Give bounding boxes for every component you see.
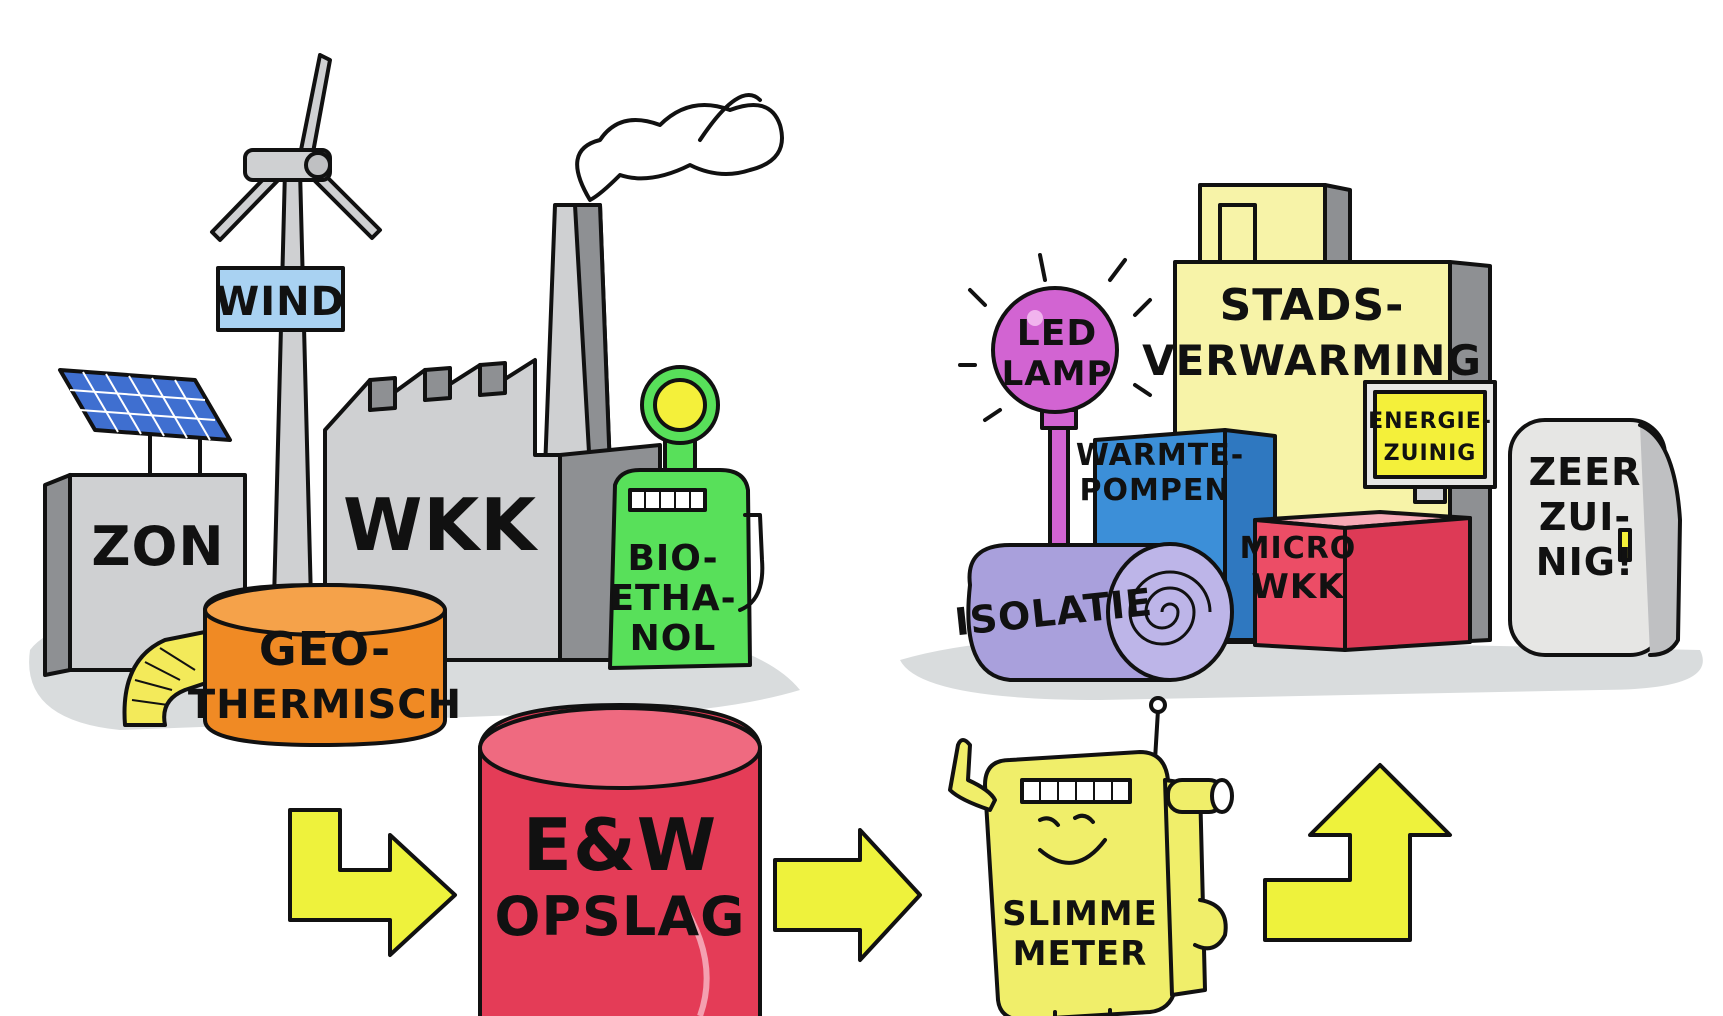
geothermal: GEO- THERMISCH <box>122 583 462 747</box>
slimme-meter: SLIMME METER <box>948 696 1234 1016</box>
opslag-tank: E&W OPSLAG <box>478 703 762 1016</box>
led-label-line-1: LED <box>1017 313 1097 354</box>
bio-label-line-3: NOL <box>630 618 717 659</box>
zeer-zuinig-fridge: ZEER ZUI- NIG! <box>1508 418 1682 657</box>
arrow-curved-left <box>288 808 457 957</box>
zeer-label-line-2: ZUI- <box>1539 495 1631 539</box>
stads-label-line-1: STADS- <box>1220 280 1405 331</box>
zeer-label-line-3: NIG! <box>1536 540 1634 584</box>
slimme-label-line-1: SLIMME <box>1002 894 1158 934</box>
isolatie-roll: ISOLATIE <box>953 542 1234 682</box>
micro-label-line-2: WKK <box>1251 567 1345 607</box>
energiezuinig-monitor: ENERGIE- ZUINIG <box>1363 380 1497 504</box>
arrow-curved-up <box>1263 763 1452 942</box>
zeer-label-line-1: ZEER <box>1529 450 1642 494</box>
solar-panel <box>58 368 232 482</box>
zon-label: ZON <box>91 515 224 578</box>
opslag-label-line-2: OPSLAG <box>495 885 746 948</box>
micro-wkk-box: MICRO WKK <box>1240 510 1472 652</box>
geo-label-line-2: THERMISCH <box>188 682 462 728</box>
led-lamp: LED LAMP <box>958 253 1152 567</box>
bio-label-line-2: ETHA- <box>609 578 736 619</box>
wind-turbine: WIND <box>210 53 382 642</box>
energie-label-line-1: ENERGIE- <box>1368 409 1492 434</box>
bio-ethanol-pump: BIO- ETHA- NOL <box>608 365 765 670</box>
energie-label-line-2: ZUINIG <box>1384 441 1477 466</box>
bio-label-line-1: BIO- <box>627 538 718 579</box>
micro-label-line-1: MICRO <box>1240 531 1357 566</box>
slimme-label-line-2: METER <box>1013 934 1148 974</box>
warmte-label-line-1: WARMTE- <box>1076 438 1244 473</box>
geo-label-line-1: GEO- <box>259 622 391 676</box>
warmte-label-line-2: POMPEN <box>1080 473 1231 508</box>
opslag-label-line-1: E&W <box>523 803 717 887</box>
stads-label-line-2: VERWARMING <box>1142 336 1482 385</box>
led-label-line-2: LAMP <box>1002 354 1113 394</box>
chimney <box>543 93 784 472</box>
arrow-straight-middle <box>773 828 922 962</box>
wkk-label: WKK <box>343 483 538 567</box>
wind-label: WIND <box>215 279 345 325</box>
